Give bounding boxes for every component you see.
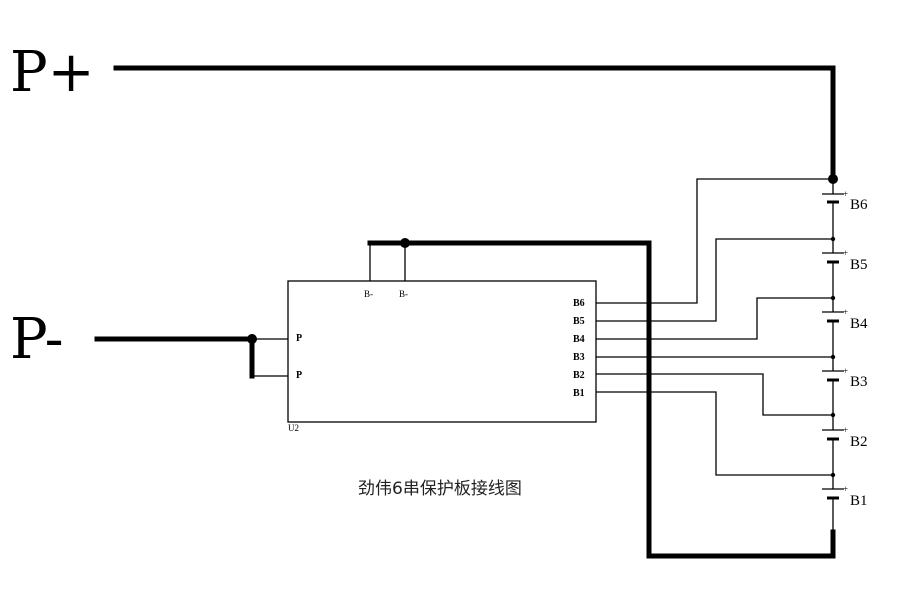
battery-stack [822, 179, 844, 532]
chip-pin-b5: B5 [573, 316, 585, 327]
chip-pin-b4: B4 [573, 334, 585, 345]
cell-b5-label: B5 [850, 257, 868, 273]
cell-b6-polarity: + [843, 189, 848, 199]
cell-b1-polarity: + [843, 484, 848, 494]
cell-b5-polarity: + [843, 248, 848, 258]
p-plus-label: P+ [10, 40, 95, 105]
chip-pin-b1: B1 [573, 388, 585, 399]
cell-b3-polarity: + [843, 366, 848, 376]
chip-right-pins: B6 B5 B4 B3 B2 B1 [573, 298, 585, 399]
chip-pin-p-2: P [296, 370, 302, 381]
cell-b2-polarity: + [843, 425, 848, 435]
balance-wire-b2 [596, 373, 833, 416]
cell-b6-label: B6 [850, 197, 868, 213]
chip-pin-b3: B3 [573, 352, 585, 363]
chip-pin-bminus-2: B- [399, 289, 408, 299]
b-minus-wire [367, 240, 836, 559]
chip-pin-b2: B2 [573, 370, 585, 381]
p-minus-label: P- [10, 307, 64, 372]
chip-pin-b6: B6 [573, 298, 585, 309]
p-plus-wire [113, 65, 836, 181]
balance-wire-b1 [596, 391, 833, 476]
cell-b4-polarity: + [843, 307, 848, 317]
cell-b1-label: B1 [850, 493, 868, 509]
cell-labels: + B6 + B5 + B4 + B3 + B2 + B1 [843, 189, 868, 509]
diagram-caption: 劲伟6串保护板接线图 [358, 479, 522, 499]
balance-wire-b6 [596, 178, 833, 304]
balance-wire-b5 [596, 238, 833, 322]
protection-chip [287, 280, 597, 423]
p-minus-wire [94, 336, 255, 379]
cell-b3-label: B3 [850, 374, 868, 390]
balance-wire-b4 [596, 297, 833, 340]
chip-ref: U2 [288, 423, 299, 433]
chip-pin-p-1: P [296, 333, 302, 344]
chip-pin-bminus-1: B- [364, 289, 373, 299]
cell-b4-label: B4 [850, 316, 868, 332]
cell-b2-label: B2 [850, 434, 868, 450]
